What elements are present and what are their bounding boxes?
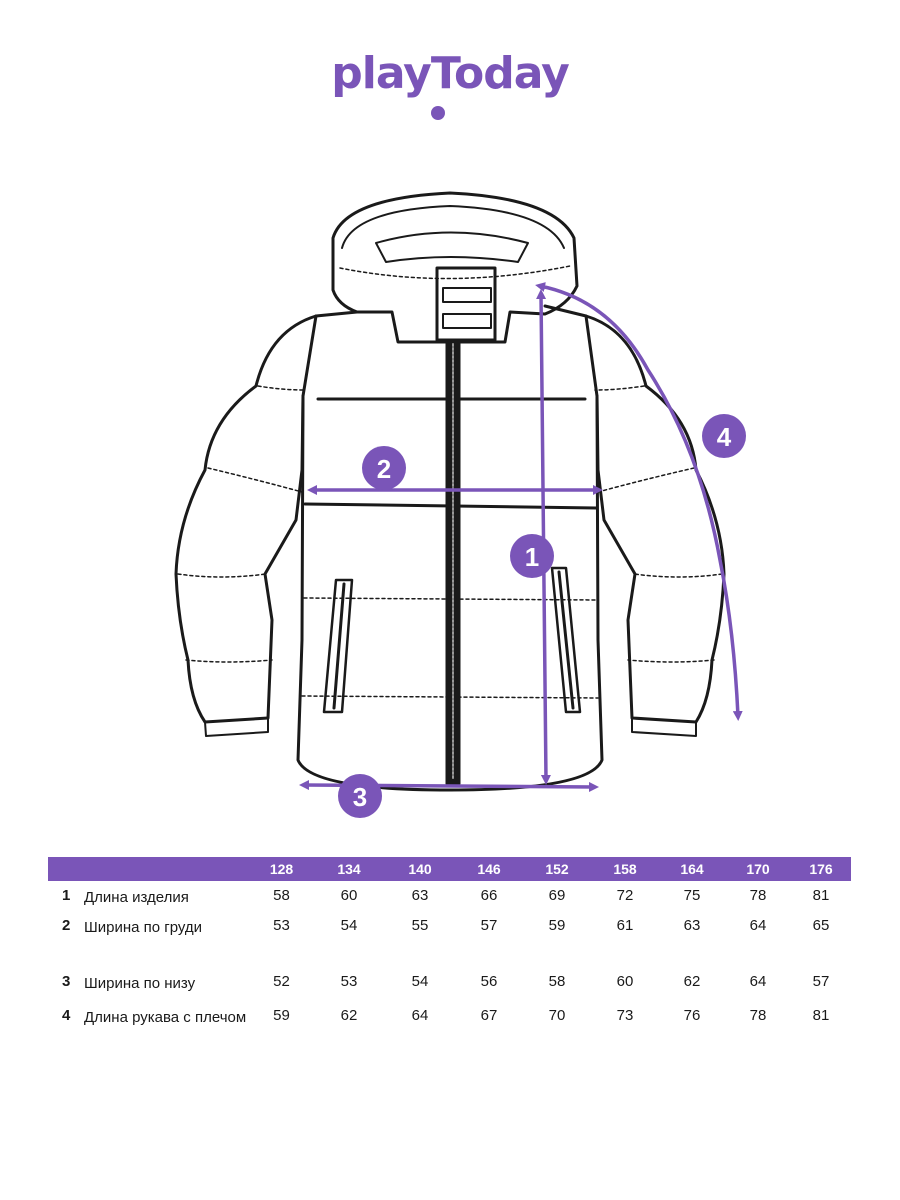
table-row: 4 Длина рукава с плечом 59 62 64 67 70 7… [48,1001,851,1053]
body-shoulder-left [314,310,359,318]
badge-1: 1 [510,534,554,578]
table-cell: 53 [273,917,290,934]
table-cell: 64 [749,973,767,990]
row-index: 3 [62,973,71,990]
size-table: 128 134 140 146 152 158 164 170 176 1 Дл… [48,857,851,1053]
pocket-right-zipper [557,570,575,710]
table-cell: 65 [812,917,830,934]
table-cell: 62 [340,1007,358,1024]
hood-inner [375,231,529,263]
sleeve-right-quilt-1 [594,385,645,391]
table-cell: 57 [480,917,498,934]
sleeve-left-quilt-4 [185,659,273,663]
size-header: 128 [250,857,313,881]
table-cell: 70 [548,1007,566,1024]
measurement-arrows [299,282,743,792]
table-cell: 54 [340,917,358,934]
arrow-sleeve-length [535,282,743,721]
table-cell: 58 [273,887,290,904]
size-header: 134 [313,857,385,881]
badge-4-label: 4 [717,422,732,452]
table-cell: 66 [480,887,498,904]
brand-logo: playToday [331,48,570,99]
table-cell: 54 [411,973,429,990]
row-label: Ширина по груди [84,919,203,936]
row-index: 1 [62,887,71,904]
table-row: 2 Ширина по груди 53 54 55 57 59 61 63 6… [48,911,851,967]
table-cell: 52 [273,973,290,990]
table-cell: 61 [616,917,634,934]
hood-ruching [339,265,571,280]
hood-rim [341,205,565,249]
cuff-left [204,717,269,737]
table-cell: 55 [411,917,429,934]
table-cell: 60 [340,887,358,904]
collar-tab [435,266,497,342]
table-cell: 53 [340,973,358,990]
measurement-badges: 1 2 3 4 [338,414,746,818]
sleeve-left-quilt-1 [257,385,306,391]
table-cell: 76 [683,1007,701,1024]
row-index: 2 [62,917,71,934]
size-header: 158 [591,857,659,881]
size-header: 170 [725,857,791,881]
sleeve-left-quilt-2 [207,467,303,493]
table-cell: 81 [812,887,830,904]
table-cell: 58 [548,973,566,990]
badge-2: 2 [362,446,406,490]
badge-1-label: 1 [525,542,539,572]
table-cell: 59 [548,917,566,934]
badge-4: 4 [702,414,746,458]
sleeve-left-quilt-3 [177,573,267,578]
pocket-left-zipper [332,582,346,710]
collar-tab-strap-top [442,287,492,303]
table-cell: 62 [683,973,701,990]
badge-2-label: 2 [377,454,391,484]
badge-3: 3 [338,774,382,818]
table-cell: 57 [812,973,830,990]
size-header: 140 [385,857,455,881]
table-cell: 78 [749,1007,767,1024]
collar-tab-strap-bottom [442,313,492,329]
row-label: Длина рукава с плечом [84,1009,247,1026]
table-row: 1 Длина изделия 58 60 63 66 69 72 75 78 … [48,881,851,911]
sleeve-right [584,314,726,724]
table-cell: 67 [480,1007,498,1024]
table-cell: 60 [616,973,634,990]
sleeve-right-quilt-2 [597,467,695,493]
header-blank-index [48,857,84,881]
table-cell: 78 [749,887,767,904]
table-cell: 72 [616,887,634,904]
size-header: 146 [455,857,523,881]
table-cell: 75 [683,887,701,904]
row-index: 4 [62,1007,71,1024]
table-cell: 73 [616,1007,634,1024]
table-cell: 59 [273,1007,290,1024]
brand-logo-dot [431,106,445,120]
table-row: 3 Ширина по низу 52 53 54 56 58 60 62 64… [48,967,851,1001]
size-header: 152 [523,857,591,881]
row-label: Ширина по низу [84,975,196,992]
table-cell: 56 [480,973,498,990]
sleeve-right-quilt-3 [633,573,723,578]
pocket-left [322,578,354,714]
header-blank-label [84,857,250,881]
row-label: Длина изделия [84,889,189,906]
sleeve-left [174,314,318,724]
table-cell: 64 [411,1007,429,1024]
size-header: 164 [659,857,725,881]
table-cell: 69 [548,887,566,904]
size-header-row: 128 134 140 146 152 158 164 170 176 [48,857,851,881]
table-cell: 81 [812,1007,830,1024]
sleeve-right-quilt-4 [627,659,715,663]
size-header: 176 [791,857,851,881]
jacket-measurement-diagram: 1 2 3 4 [174,191,746,818]
table-cell: 63 [683,917,701,934]
cuff-right [631,717,697,737]
table-cell: 63 [411,887,429,904]
badge-3-label: 3 [353,782,367,812]
table-cell: 64 [749,917,767,934]
